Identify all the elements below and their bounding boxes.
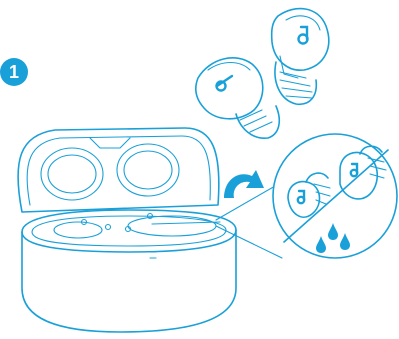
lid-earbud-recess-left [41,148,103,200]
curved-arrow-icon [224,170,264,198]
earbud-top [272,9,329,105]
case-base [22,230,236,332]
earbud-middle [196,58,280,138]
case-slot-left [54,222,102,238]
charging-case-icon [18,128,236,332]
case-slot-right [128,216,216,236]
soundcore-logo-icon [299,27,308,44]
case-lid-inner [27,136,210,205]
magnified-detail-circle [273,134,397,258]
soundcore-logo-icon [217,76,233,91]
lid-earbud-recess-right [117,144,179,196]
